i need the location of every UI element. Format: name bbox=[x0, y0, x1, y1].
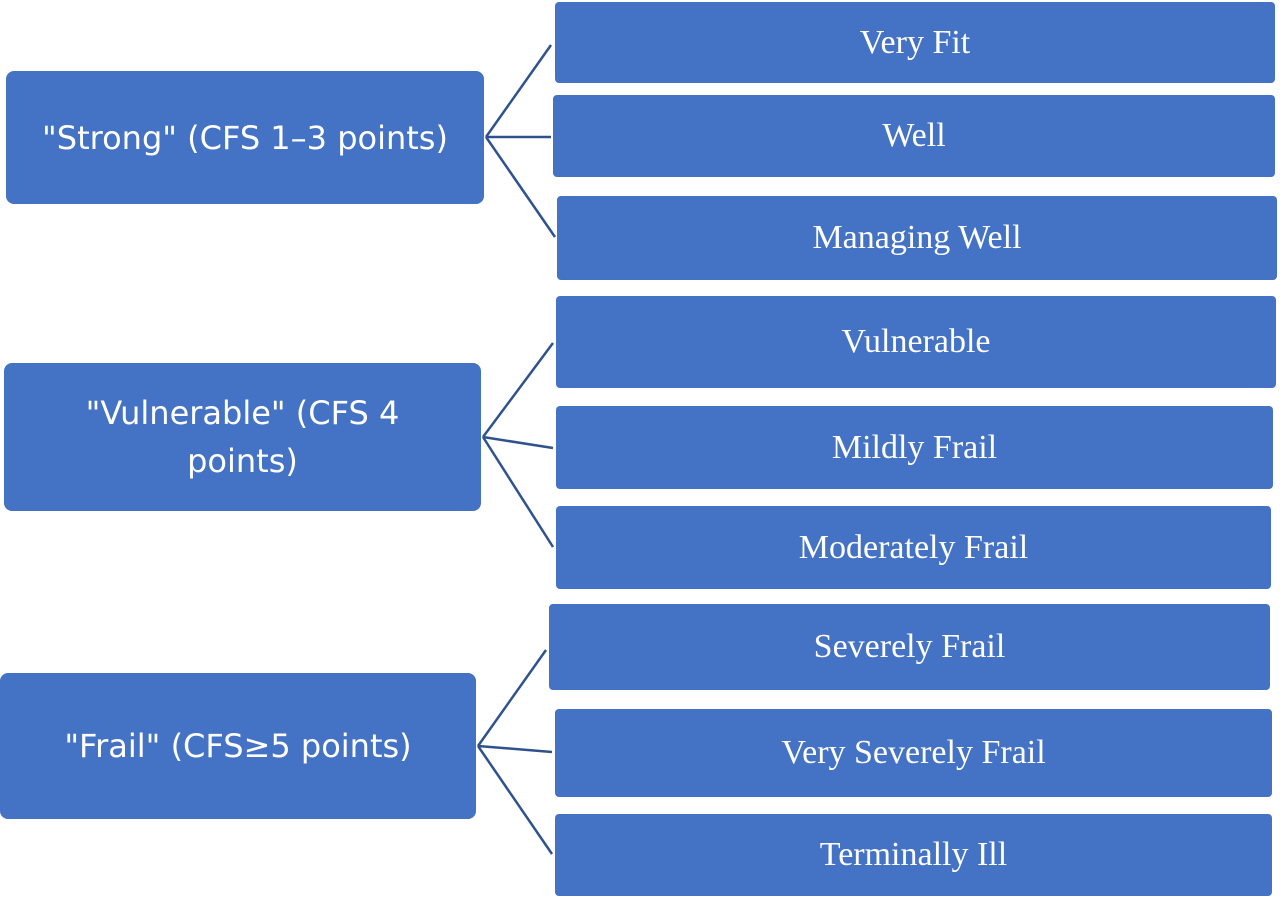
category-label: "Vulnerable" (CFS 4 points) bbox=[85, 394, 400, 480]
connector bbox=[482, 435, 554, 450]
connector bbox=[477, 744, 553, 754]
level-label: Very Severely Frail bbox=[781, 734, 1046, 771]
connector bbox=[484, 44, 553, 138]
connector bbox=[476, 745, 554, 855]
connector bbox=[481, 342, 555, 438]
level-very-severely-frail: Very Severely Frail bbox=[555, 709, 1272, 797]
level-label: Moderately Frail bbox=[798, 528, 1029, 566]
category-frail: "Frail" (CFS≥5 points) bbox=[0, 673, 476, 819]
level-well: Well bbox=[553, 95, 1275, 177]
connector bbox=[481, 436, 555, 548]
level-terminally-ill: Terminally Ill bbox=[555, 814, 1272, 896]
category-label: "Frail" (CFS≥5 points) bbox=[64, 727, 412, 765]
level-label: Very Fit bbox=[859, 23, 971, 61]
connector bbox=[484, 136, 557, 238]
level-label: Severely Frail bbox=[813, 628, 1006, 665]
category-vulnerable: "Vulnerable" (CFS 4 points) bbox=[4, 363, 481, 511]
level-vulnerable: Vulnerable bbox=[556, 296, 1276, 388]
level-label: Terminally Ill bbox=[819, 836, 1008, 873]
category-label: "Strong" (CFS 1–3 points) bbox=[42, 118, 448, 157]
level-very-fit: Very Fit bbox=[555, 2, 1275, 83]
level-moderately-frail: Moderately Frail bbox=[556, 506, 1271, 589]
level-label: Mildly Frail bbox=[831, 428, 998, 466]
category-strong: "Strong" (CFS 1–3 points) bbox=[6, 71, 484, 204]
level-managing-well: Managing Well bbox=[557, 196, 1277, 280]
connector bbox=[476, 649, 548, 747]
level-label: Well bbox=[882, 117, 946, 154]
level-mildly-frail: Mildly Frail bbox=[556, 406, 1273, 489]
level-severely-frail: Severely Frail bbox=[549, 604, 1270, 690]
level-label: Managing Well bbox=[812, 219, 1022, 256]
level-label: Vulnerable bbox=[841, 323, 991, 360]
